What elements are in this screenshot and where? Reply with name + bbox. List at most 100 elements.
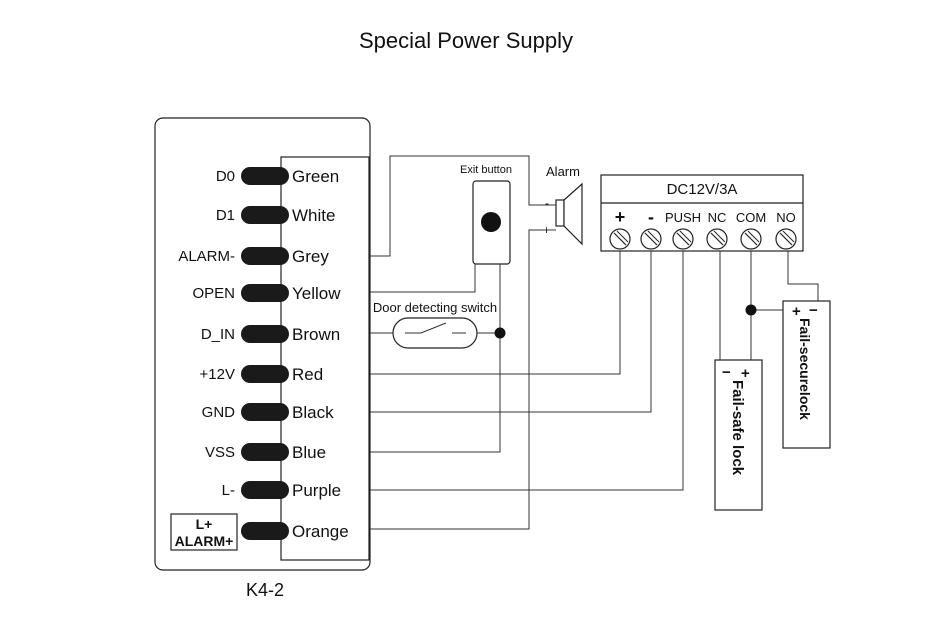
fail-safe-lock-box	[714, 359, 763, 511]
power-supply-box	[600, 174, 804, 252]
exit-button-icon	[481, 212, 501, 232]
pin-wire-color: Blue	[292, 443, 326, 462]
psu-terminal-label: NC	[708, 210, 727, 225]
fail-safe-lock-plus: +	[741, 365, 750, 382]
pin-wire-color: Orange	[292, 522, 349, 541]
psu-terminal-label: NO	[776, 210, 796, 225]
screw-slot	[613, 232, 627, 246]
pin-wire-color: Brown	[292, 325, 340, 344]
pin-terminal-label: OPEN	[192, 285, 235, 302]
door-switch-icon	[392, 317, 478, 349]
pin-row: GND Black	[202, 403, 334, 422]
wire-no-failsecure	[787, 251, 819, 301]
diagram-title: Special Power Supply	[359, 28, 573, 53]
psu-terminal: COM	[736, 210, 766, 250]
pin-wire-color: Purple	[292, 481, 341, 500]
pin-connector	[241, 365, 289, 383]
psu-terminal: NC	[706, 210, 728, 250]
pin-terminal-label: D0	[216, 168, 235, 185]
pin-row: D0 Green	[216, 167, 339, 186]
speaker-icon	[555, 182, 583, 246]
wire-red-psu-plus	[370, 251, 621, 375]
junction-dot-door	[494, 327, 506, 339]
screw-slot	[644, 232, 658, 246]
pin-terminal-label: VSS	[205, 444, 235, 461]
pin-wire-color: White	[292, 206, 335, 225]
psu-terminal-label: -	[648, 207, 654, 227]
fail-safe-lock-label: Fail-safe lock	[729, 380, 746, 476]
psu-terminal: -	[640, 207, 662, 250]
controller-label: K4-2	[246, 580, 284, 600]
pin-row: OPEN Yellow	[192, 284, 341, 303]
pin-connector	[241, 206, 289, 224]
power-supply-title: DC12V/3A	[667, 181, 738, 198]
screw-slot	[616, 230, 629, 243]
pin-row: VSS Blue	[205, 443, 326, 462]
power-supply-terminals: + -PUSH NC COM NO	[609, 207, 797, 250]
pin-connector	[241, 443, 289, 461]
boxed-terminal-l-plus: L+	[196, 516, 213, 532]
pin-row: D_IN Brown	[201, 325, 340, 344]
pin-connector	[241, 284, 289, 302]
pin-row: D1 White	[216, 206, 335, 225]
pin-row: Orange	[241, 522, 349, 541]
fail-secure-lock-minus: −	[809, 302, 818, 319]
pin-connector	[241, 325, 289, 343]
fail-safe-lock-minus: −	[722, 364, 731, 381]
pin-terminal-label: D_IN	[201, 326, 235, 343]
wire-color-panel	[280, 156, 370, 561]
pin-row: ALARM- Grey	[178, 247, 329, 266]
pin-wire-color: Grey	[292, 247, 329, 266]
wire-grey-alarm	[370, 155, 556, 257]
wire-junction-blue	[370, 333, 501, 453]
psu-terminal: +	[609, 207, 631, 250]
screw-slot	[710, 232, 724, 246]
fail-secure-lock-label: Fail-securelock	[797, 318, 813, 420]
alarm-minus: -	[545, 196, 549, 210]
pin-wire-color: Yellow	[292, 284, 341, 303]
boxed-terminal-frame	[170, 513, 238, 551]
pin-connector	[241, 167, 289, 185]
screw-slot	[679, 230, 692, 243]
screw-slot	[647, 230, 660, 243]
wire-purple-push	[370, 251, 684, 491]
fail-secure-lock-box	[782, 300, 831, 449]
boxed-terminal-alarm-plus: ALARM+	[175, 533, 234, 549]
pin-connector	[241, 247, 289, 265]
wire-com-locks	[750, 251, 783, 360]
pin-terminal-label: +12V	[200, 366, 235, 383]
psu-terminal-label: COM	[736, 210, 766, 225]
pin-connector	[241, 481, 289, 499]
fail-secure-lock-plus: +	[792, 303, 801, 320]
pin-terminal-label: GND	[202, 404, 236, 421]
exit-button-label: Exit button	[460, 164, 512, 176]
wire-black-psu-minus	[370, 251, 652, 413]
alarm-label: Alarm	[546, 164, 580, 179]
pin-connector	[241, 522, 289, 540]
wire-yellow-exit	[370, 264, 476, 293]
screw-slot	[744, 232, 758, 246]
pin-terminal-label: ALARM-	[178, 248, 235, 265]
wiring	[370, 155, 819, 530]
screw-slot	[779, 232, 793, 246]
pin-wire-color: Green	[292, 167, 339, 186]
pin-wire-color: Red	[292, 365, 323, 384]
wire-orange-alarm	[370, 229, 556, 530]
door-switch-label: Door detecting switch	[373, 300, 497, 315]
screw-slot	[676, 232, 690, 246]
psu-terminal: NO	[775, 210, 797, 250]
pin-terminal-label: D1	[216, 207, 235, 224]
pin-wire-color: Black	[292, 403, 334, 422]
screw-slot	[713, 230, 726, 243]
junction-dot-com	[745, 304, 757, 316]
screw-slot	[782, 230, 795, 243]
pin-row: L- Purple	[222, 481, 341, 500]
pin-terminal-label: L-	[222, 482, 235, 499]
psu-terminal: PUSH	[665, 210, 701, 250]
psu-terminal-label: PUSH	[665, 210, 701, 225]
pin-row: +12V Red	[200, 365, 323, 384]
screw-slot	[747, 230, 760, 243]
psu-terminal-label: +	[615, 207, 626, 227]
